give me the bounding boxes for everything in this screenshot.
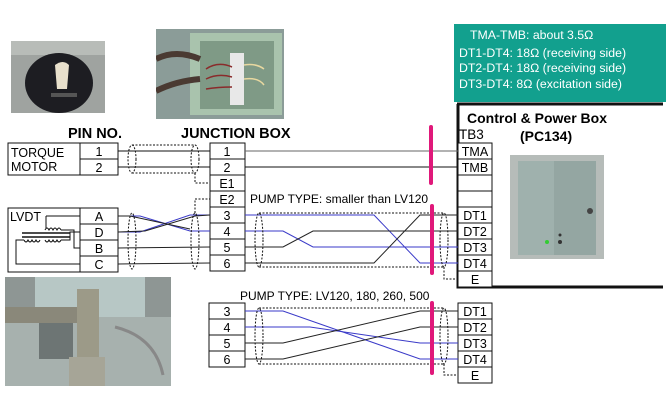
jb-terminal-5: 5 <box>224 241 231 255</box>
jb-terminal-e2: E2 <box>219 193 234 207</box>
tb3-terminals: TMA TMB DT1 DT2 DT3 DT4 E <box>457 142 493 288</box>
lvdt-pin-a: A <box>95 210 104 224</box>
torque-motor-label-2: MOTOR <box>11 160 57 174</box>
jb-terminal-4: 4 <box>224 225 231 239</box>
lvdt-block: LVDT A D B C <box>7 207 119 273</box>
torque-motor-block: TORQUE MOTOR 1 2 <box>7 142 119 176</box>
pump-large-left-terminals: 3 4 5 6 <box>208 302 246 368</box>
pump-large-shield <box>254 307 458 376</box>
resistance-info-box: TMA-TMB: about 3.5Ω DT1-DT4: 18Ω (receiv… <box>454 24 666 102</box>
jb-terminal-2: 2 <box>224 161 231 175</box>
tb3-label: TB3 <box>459 127 484 142</box>
lvdt-label: LVDT <box>10 210 41 224</box>
tm-pin-1: 1 <box>96 145 103 159</box>
torque-motor-photo-art <box>11 41 105 113</box>
info-line-tma-tmb: TMA-TMB: about 3.5Ω <box>470 28 594 42</box>
lvdt-coil-symbol <box>15 215 80 265</box>
tb3-terminal-e: E <box>471 273 479 287</box>
control-box-photo <box>510 155 604 259</box>
lvdt-shield <box>127 198 210 270</box>
pl-terminal-3: 3 <box>224 305 231 319</box>
control-box-model: (PC134) <box>520 128 572 144</box>
torque-motor-shield <box>127 144 210 184</box>
tb3-terminal-dt3: DT3 <box>463 241 487 255</box>
tb3-terminal-tmb: TMB <box>462 161 488 175</box>
pump-small-shield <box>254 212 458 280</box>
tm-pin-2: 2 <box>96 161 103 175</box>
torque-motor-wires <box>118 150 458 168</box>
jb-terminal-1: 1 <box>224 145 231 159</box>
cut-markers <box>429 125 434 375</box>
lvdt-pin-d: D <box>94 226 103 240</box>
pl-terminal-5: 5 <box>224 337 231 351</box>
pump-large-right-terminals: DT1 DT2 DT3 DT4 E <box>457 302 493 384</box>
junction-box-terminals: 1 2 E1 E2 3 4 5 6 <box>209 142 246 272</box>
lvdt-pin-b: B <box>95 242 103 256</box>
pump-photo-art <box>5 277 171 386</box>
torque-motor-label-1: TORQUE <box>11 146 64 160</box>
junction-box-photo-art <box>156 29 284 119</box>
junction-box-photo <box>156 29 284 119</box>
torque-motor-photo <box>11 41 105 113</box>
info-line-dt1-dt4: DT1-DT4: 18Ω (receiving side) <box>459 45 627 60</box>
jb-terminal-6: 6 <box>224 257 231 271</box>
pl-terminal-e: E <box>471 369 479 383</box>
jb-terminal-3: 3 <box>224 209 231 223</box>
tb3-terminal-dt4: DT4 <box>463 257 487 271</box>
pump-large-wires <box>245 310 458 360</box>
tb3-terminal-dt1: DT1 <box>463 209 487 223</box>
pump-small-caption: PUMP TYPE: smaller than LV120 <box>250 192 428 206</box>
tb3-terminal-tma: TMA <box>462 145 489 159</box>
pump-small-wires <box>245 214 458 264</box>
pl-terminal-dt3: DT3 <box>463 337 487 351</box>
junction-box-header: JUNCTION BOX <box>181 126 291 142</box>
pl-terminal-6: 6 <box>224 353 231 367</box>
control-box-photo-art <box>510 155 604 259</box>
control-box-title: Control & Power Box <box>467 110 607 126</box>
pl-terminal-4: 4 <box>224 321 231 335</box>
pump-large-caption: PUMP TYPE: LV120, 180, 260, 500 <box>240 289 430 303</box>
pl-terminal-dt4: DT4 <box>463 353 487 367</box>
pump-photo <box>5 277 171 386</box>
lvdt-pin-c: C <box>94 258 103 272</box>
tb3-terminal-dt2: DT2 <box>463 225 487 239</box>
jb-terminal-e1: E1 <box>219 177 234 191</box>
pl-terminal-dt2: DT2 <box>463 321 487 335</box>
info-line-dt2-dt4: DT2-DT4: 18Ω (receiving side) <box>459 61 627 75</box>
pl-terminal-dt1: DT1 <box>463 305 487 319</box>
info-line-dt3-dt4: DT3-DT4: 8Ω (excitation side) <box>459 76 622 91</box>
pin-no-header: PIN NO. <box>68 126 122 142</box>
lvdt-jb-wires <box>117 214 211 265</box>
